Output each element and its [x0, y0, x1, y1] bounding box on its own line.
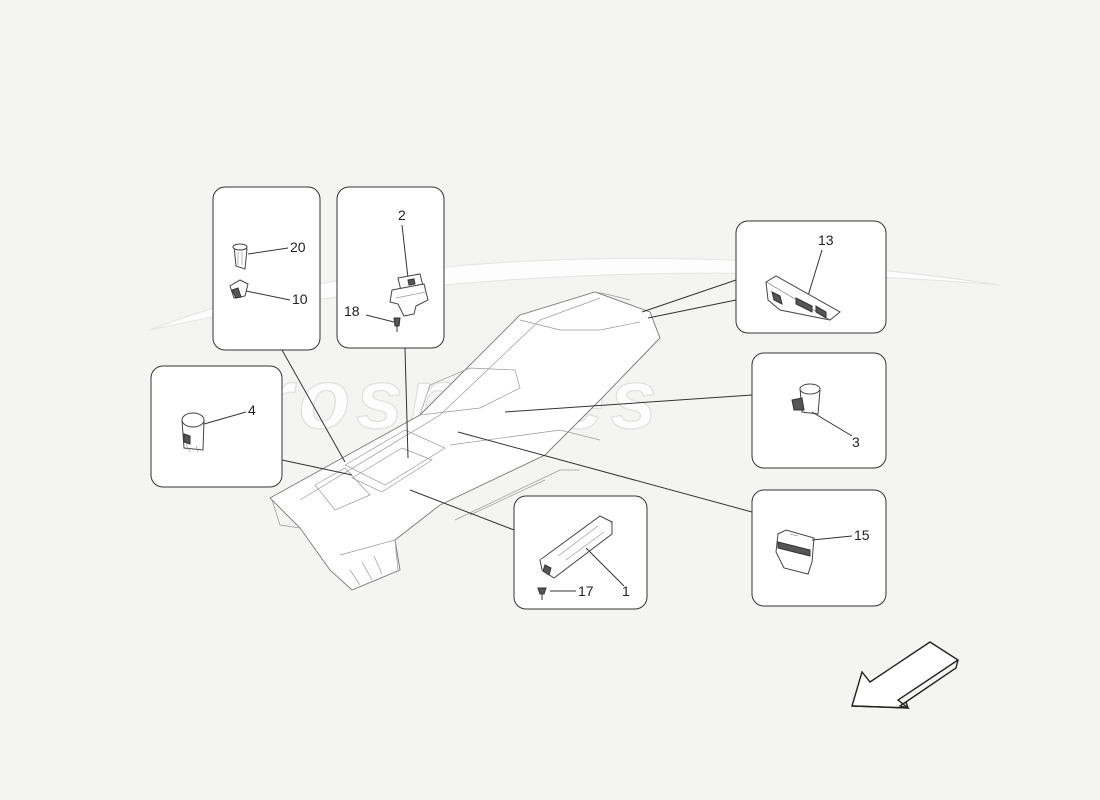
part-3: [791, 383, 821, 415]
part-2: [389, 273, 429, 317]
part-20: [232, 243, 248, 270]
detail-box-15: 15: [751, 489, 887, 607]
part-10: [229, 279, 249, 299]
detail-box-13: 13: [735, 220, 887, 334]
detail-box-1-17: 1 17: [513, 495, 648, 610]
detail-box-2-18: 2 18: [336, 186, 445, 349]
callout-3: 3: [852, 434, 860, 450]
leader-lines: [281, 279, 753, 531]
callout-17: 17: [578, 583, 594, 599]
part-15: [775, 529, 815, 575]
callout-18: 18: [344, 303, 360, 319]
callout-2: 2: [398, 207, 406, 223]
part-18: [393, 317, 401, 332]
callout-4: 4: [248, 402, 256, 418]
callout-15: 15: [854, 527, 870, 543]
part-1: [539, 515, 613, 579]
callout-20: 20: [290, 239, 306, 255]
part-17: [537, 587, 547, 600]
detail-box-3: 3: [751, 352, 887, 469]
callout-13: 13: [818, 232, 834, 248]
part-13: [765, 275, 841, 321]
callout-10: 10: [292, 291, 308, 307]
detail-box-4: 4: [150, 365, 283, 488]
callout-1: 1: [622, 583, 630, 599]
center-console: [269, 291, 661, 591]
part-4: [181, 412, 205, 453]
direction-arrow-icon: [851, 641, 960, 709]
detail-box-20-10: 20 10: [212, 186, 321, 351]
